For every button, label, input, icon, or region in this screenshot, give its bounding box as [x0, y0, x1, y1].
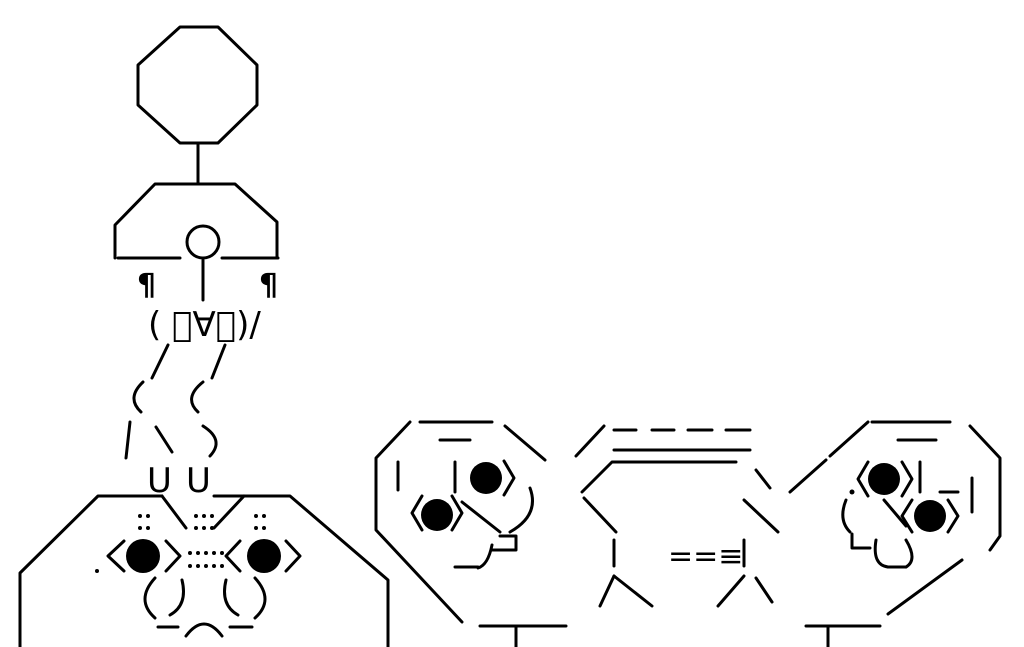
face-glyph: ( ﾟ∀ﾟ)/ [148, 305, 261, 345]
pilcrow-left: ¶ [137, 268, 156, 303]
foot-right: U [186, 461, 211, 501]
face-middle-right [788, 420, 1002, 647]
pilcrow-right: ¶ [259, 268, 278, 303]
face-middle-center [574, 424, 780, 608]
big-face-left [18, 494, 390, 647]
foot-left: U [147, 461, 172, 501]
legs [124, 343, 227, 460]
speed-mark: ==≡ [668, 539, 743, 574]
helmet [113, 182, 280, 302]
face-middle-left [374, 420, 568, 647]
octagon-balloon [136, 25, 259, 186]
